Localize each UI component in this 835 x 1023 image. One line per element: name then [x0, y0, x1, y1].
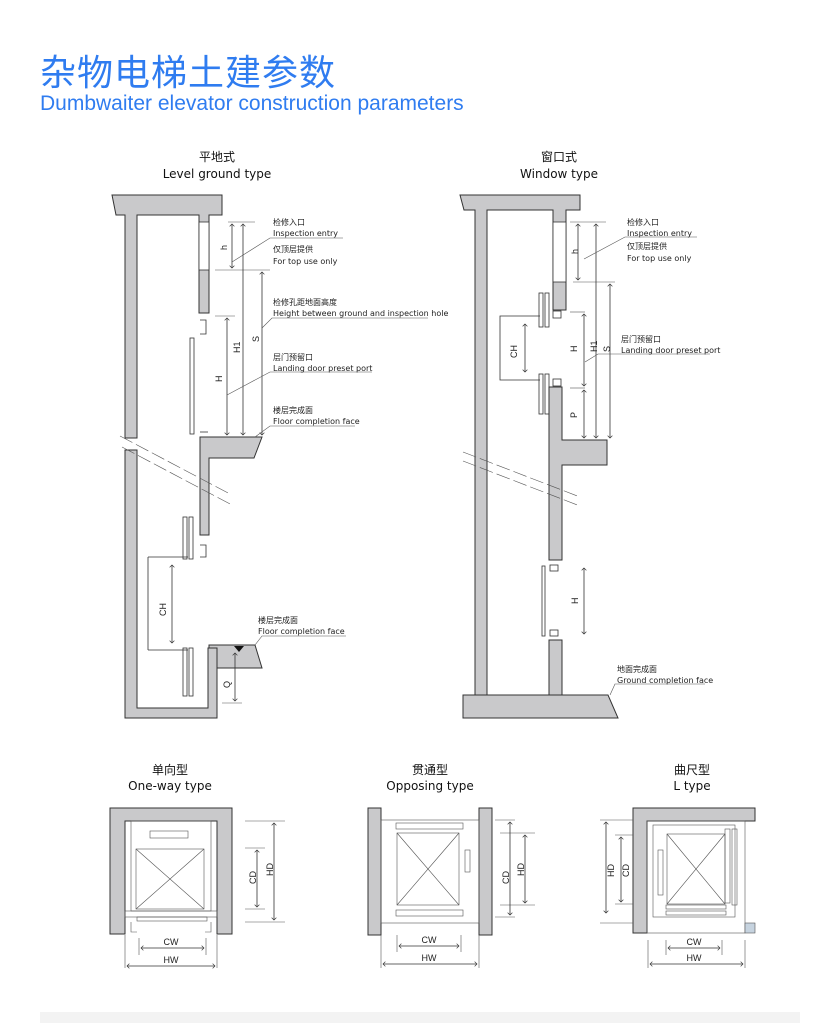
label-inspection-cn: 检修入口: [627, 217, 659, 227]
upper-door-panel: [188, 516, 194, 560]
door-frame: [200, 319, 207, 335]
door-frame: [552, 378, 562, 387]
dim-label-HD: HD: [265, 863, 275, 876]
dim-label-CD: CD: [248, 871, 258, 884]
dim-label-Q: Q: [222, 681, 232, 688]
dim-label-CD: CD: [621, 864, 631, 877]
window-title-en: Window type: [520, 167, 598, 181]
plan-title-cn: 曲尺型: [674, 763, 710, 777]
plan-title-en: L type: [673, 779, 710, 793]
dim-label-HW: HW: [164, 955, 179, 965]
dim-label-S: S: [602, 346, 612, 352]
car-window-outline: [499, 315, 540, 381]
label-ground-en: Ground completion face: [617, 676, 713, 685]
landing-door: [189, 337, 195, 435]
label-height-cn: 检修孔距地面高度: [273, 297, 337, 307]
label-top-only-cn: 仅顶层提供: [627, 241, 667, 251]
plan-one-way: 单向型 One-way type CD HD CW HW: [109, 762, 285, 968]
dim-label-H: H: [214, 376, 224, 383]
lower-pillar: [548, 639, 563, 696]
level-ground-section: 平地式 Level ground type h H1 S H CH: [111, 150, 448, 719]
label-landing-cn: 层门预留口: [273, 352, 313, 362]
dim-label-h: h: [219, 245, 229, 250]
label-top-only-cn: 仅顶层提供: [273, 244, 313, 254]
dim-label-CW: CW: [422, 935, 437, 945]
dim-label-CH: CH: [158, 603, 168, 616]
label-landing-en: Landing door preset port: [621, 346, 720, 355]
dim-label-HD: HD: [516, 863, 526, 876]
door-panel: [538, 292, 544, 328]
level-ground-title-en: Level ground type: [163, 167, 272, 181]
dim-label-H-lower: H: [570, 598, 580, 605]
label-inspection-en: Inspection entry: [627, 229, 692, 238]
label-floor2-en: Floor completion face: [258, 627, 345, 636]
dim-label-h: h: [570, 249, 580, 254]
inspection-entry-opening: [198, 221, 210, 271]
top-slab: [459, 194, 581, 696]
label-inspection-cn: 检修入口: [273, 217, 305, 227]
window-title-cn: 窗口式: [541, 150, 577, 164]
dim-label-CW: CW: [687, 937, 702, 947]
label-landing-cn: 层门预留口: [621, 334, 661, 344]
floor-slab: [548, 386, 608, 561]
label-floor2-cn: 楼层完成面: [258, 615, 298, 625]
ground-slab: [462, 694, 619, 719]
plan-title-en: One-way type: [128, 779, 212, 793]
label-height-en: Height between ground and inspection hol…: [273, 309, 448, 318]
dim-label-CW: CW: [164, 937, 179, 947]
label-floor-en: Floor completion face: [273, 417, 360, 426]
plan-opposing: 贯通型 Opposing type CD HD CW HW: [367, 763, 535, 968]
break-line: [119, 435, 231, 495]
label-inspection-en: Inspection entry: [273, 229, 338, 238]
dim-label-H1: H1: [589, 340, 599, 352]
level-ground-title-cn: 平地式: [199, 150, 235, 164]
door-frame: [549, 564, 559, 572]
dim-label-H: H: [569, 346, 579, 353]
label-landing-en: Landing door preset port: [273, 364, 372, 373]
dim-label-P: P: [569, 412, 579, 418]
dim-label-H1: H1: [232, 341, 242, 353]
car-outline: [147, 556, 188, 651]
plan-title-en: Opposing type: [386, 779, 473, 793]
label-floor-cn: 楼层完成面: [273, 405, 313, 415]
dim-label-HD: HD: [606, 864, 616, 877]
floor-marker-icon: [234, 646, 244, 652]
dim-label-CD: CD: [501, 871, 511, 884]
door-panel: [544, 373, 550, 415]
page-title-en: Dumbwaiter elevator construction paramet…: [40, 92, 464, 115]
door-frame: [552, 310, 562, 319]
footer-band: [40, 1012, 800, 1023]
page-title-cn: 杂物电梯土建参数: [40, 53, 337, 94]
plan-title-cn: 单向型: [152, 762, 188, 777]
break-line: [121, 446, 233, 506]
floor-slab: [199, 436, 263, 536]
door-frame: [549, 629, 559, 637]
lower-door-panel: [182, 647, 188, 697]
bottom-floor-slab: [208, 644, 263, 669]
inspection-entry-opening: [552, 221, 567, 283]
break-line: [462, 451, 581, 498]
door-panel: [538, 373, 544, 415]
lower-door-panel: [188, 647, 194, 697]
dim-label-HW: HW: [687, 953, 702, 963]
door-frame: [200, 544, 207, 558]
lower-door-panel: [541, 565, 546, 637]
plan-l-type: 曲尺型 L type HD CD CW HW: [600, 763, 756, 968]
plan-title-cn: 贯通型: [412, 763, 448, 777]
label-top-only-en: For top use only: [627, 254, 692, 263]
lower-wall: [124, 449, 218, 719]
window-section: 窗口式 Window type h H1 S H P CH H: [459, 150, 720, 719]
break-line: [462, 460, 581, 507]
dim-label-CH: CH: [509, 345, 519, 358]
door-panel: [544, 292, 550, 328]
dim-label-HW: HW: [422, 953, 437, 963]
top-slab: [111, 194, 223, 439]
upper-door-panel: [182, 516, 188, 560]
label-ground-cn: 地面完成面: [617, 664, 657, 674]
label-top-only-en: For top use only: [273, 257, 338, 266]
dim-label-S: S: [251, 336, 261, 342]
